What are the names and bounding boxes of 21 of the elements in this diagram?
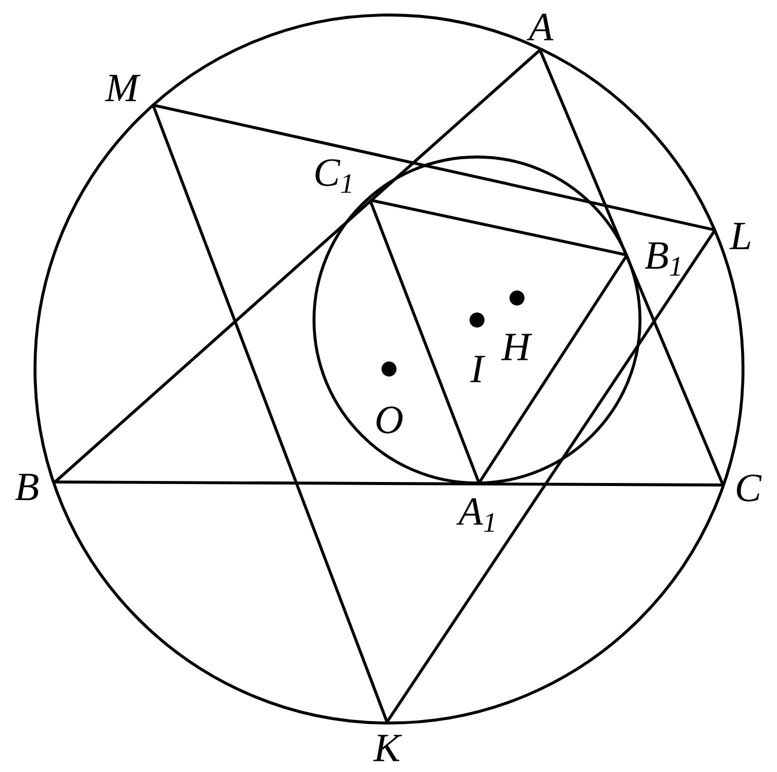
point-label: O	[376, 406, 403, 434]
line-segment	[368, 199, 480, 484]
point-label: H	[501, 334, 532, 360]
point-label: K	[373, 734, 402, 762]
line-segment	[54, 48, 541, 484]
point-label: B$_{1}$	[644, 242, 680, 276]
line-segment	[152, 104, 716, 232]
point-label: A$_{1}$	[456, 498, 494, 532]
line-segment	[55, 480, 724, 486]
point-label: C$_{1}$	[316, 159, 351, 193]
line-segment	[370, 198, 628, 256]
line-segment	[386, 229, 716, 723]
point-label: M	[104, 74, 140, 102]
point-label: B	[15, 474, 38, 500]
point-label: A	[526, 14, 554, 40]
line-segment	[538, 49, 724, 486]
point-label: C	[736, 474, 762, 502]
line-segment	[152, 104, 388, 723]
point-label: L	[729, 222, 750, 250]
line-segment	[478, 254, 628, 484]
point-label: I	[470, 356, 486, 382]
